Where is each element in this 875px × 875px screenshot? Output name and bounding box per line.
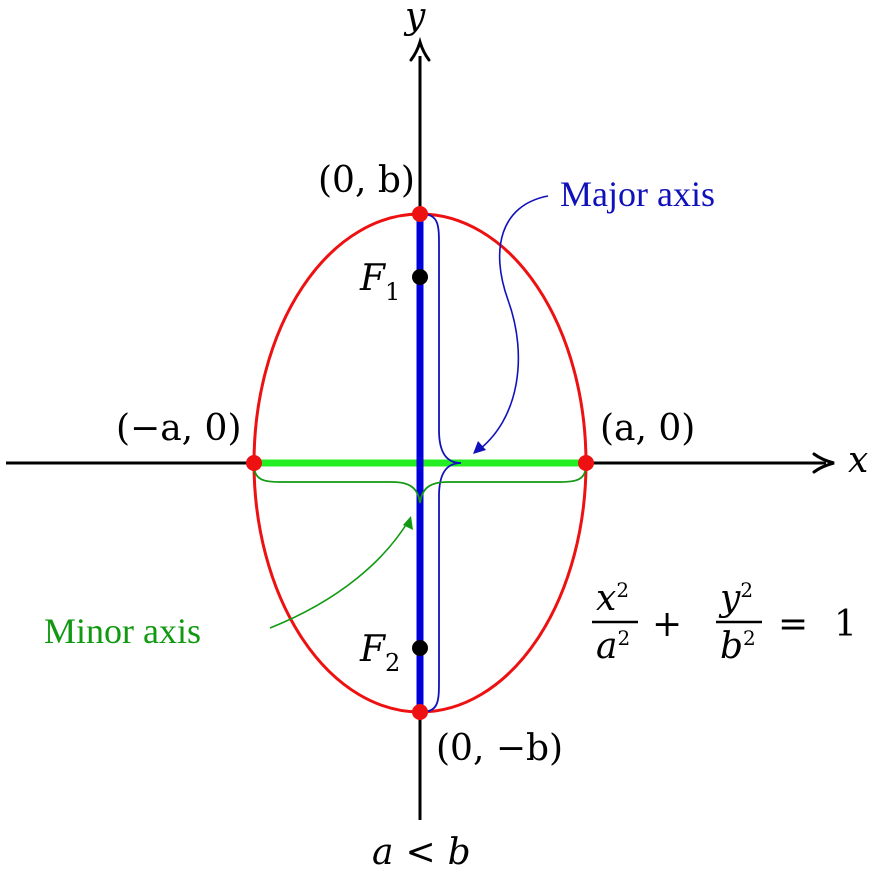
equation-x-numerator: x2 (596, 578, 629, 619)
equation-plus: + (652, 604, 682, 645)
minor-axis-arrowhead (403, 516, 413, 530)
focus-f1 (412, 269, 428, 285)
ellipse-equation: x2 a2 + y2 b2 = 1 (592, 578, 857, 667)
y-axis-arrowhead (409, 36, 431, 62)
x-axis-label: x (848, 440, 868, 481)
label-top-vertex: (0, b) (318, 160, 415, 201)
minor-axis-brace (253, 464, 587, 504)
major-axis-annotation: Major axis (560, 174, 715, 214)
minor-axis-annotation: Minor axis (44, 611, 201, 651)
label-bottom-vertex: (0, −b) (436, 728, 563, 769)
vertex-bottom (412, 704, 428, 720)
focus-f1-subscript: 1 (385, 278, 400, 306)
focus-f2-subscript: 2 (385, 649, 400, 677)
label-right-vertex: (a, 0) (600, 408, 695, 449)
major-axis-arrow (475, 195, 549, 453)
y-axis-label: y (403, 0, 426, 37)
major-axis-arrowhead (473, 441, 486, 454)
focus-f1-letter: F (359, 258, 387, 299)
label-focus-f1: F1 (359, 258, 400, 306)
minor-axis-arrow (269, 519, 410, 629)
x-axis-arrowhead (812, 452, 835, 474)
major-axis-brace (421, 213, 462, 713)
equation-y-denominator: b2 (720, 626, 756, 667)
equation-x-denominator: a2 (596, 626, 630, 667)
condition-label: a<b (372, 832, 471, 873)
vertex-left (246, 455, 262, 471)
equation-y-numerator: y2 (718, 578, 753, 619)
label-focus-f2: F2 (359, 629, 400, 677)
focus-f2-letter: F (359, 629, 387, 670)
focus-f2 (412, 640, 428, 656)
equation-equals: = (778, 604, 808, 645)
label-left-vertex: (−a, 0) (116, 408, 242, 449)
equation-rhs: 1 (834, 604, 857, 645)
vertex-right (578, 455, 594, 471)
vertex-top (412, 206, 428, 222)
